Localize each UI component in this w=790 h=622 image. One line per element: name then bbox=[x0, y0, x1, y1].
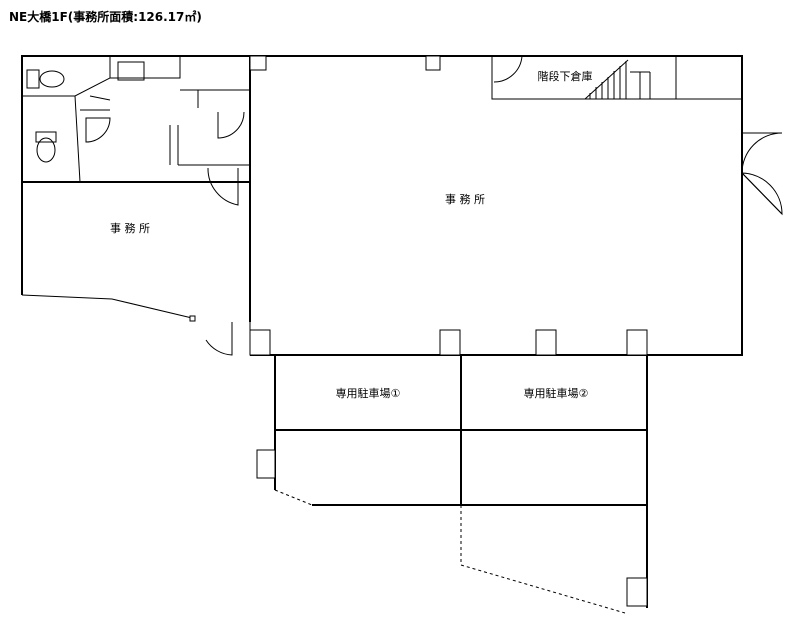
door-left-office-bottom bbox=[205, 322, 233, 356]
restroom-door-2 bbox=[217, 111, 245, 139]
door-post bbox=[189, 315, 196, 322]
door-left-office-top bbox=[207, 167, 239, 206]
main-office-label: 事 務 所 bbox=[445, 192, 485, 206]
storage-label: 階段下倉庫 bbox=[538, 69, 593, 83]
sink bbox=[117, 61, 145, 81]
restroom-door-1 bbox=[85, 117, 111, 143]
plan-title: NE大橋1F(事務所面積:126.17㎡) bbox=[9, 10, 202, 24]
left-office-label: 事 務 所 bbox=[110, 221, 150, 235]
toilet-2 bbox=[36, 137, 56, 163]
left-office-doors bbox=[189, 167, 239, 356]
columns bbox=[249, 55, 648, 356]
stair-storage bbox=[491, 55, 742, 100]
toilet-1 bbox=[39, 70, 65, 88]
restroom-area bbox=[22, 56, 250, 183]
stairs bbox=[584, 59, 651, 100]
toilet-tank-1 bbox=[26, 69, 40, 89]
parking-space-2-label: 専用駐車場② bbox=[524, 386, 589, 400]
outer-walls bbox=[21, 55, 743, 356]
storage-door bbox=[493, 55, 523, 83]
parking-area bbox=[256, 355, 648, 614]
entrance-double-door bbox=[741, 132, 783, 216]
parking-space-1-label: 専用駐車場① bbox=[336, 386, 401, 400]
toilet-tank-2 bbox=[35, 131, 57, 143]
